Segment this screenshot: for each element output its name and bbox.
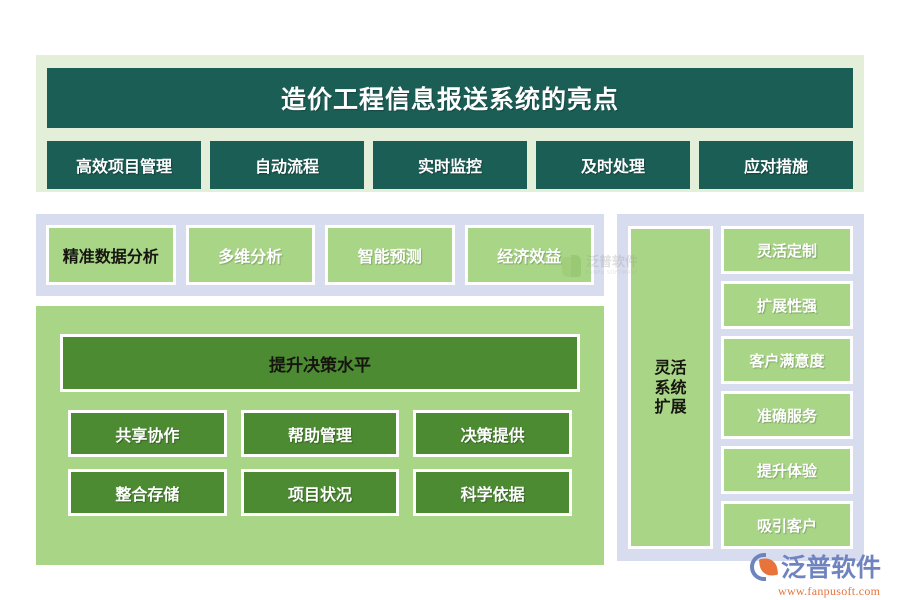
feature-chip-timely-processing[interactable]: 及时处理 (536, 141, 690, 189)
page-title: 造价工程信息报送系统的亮点 (280, 85, 619, 114)
extension-panel: 灵活系统扩展 灵活定制 扩展性强 客户满意度 准确服务 提升体验 吸引客户 (617, 214, 864, 561)
header-panel: 造价工程信息报送系统的亮点 高效项目管理 自动流程 实时监控 及时处理 应对措施 (36, 55, 864, 192)
feature-chip-row: 高效项目管理 自动流程 实时监控 及时处理 应对措施 (47, 141, 853, 189)
decision-chip-project-status[interactable]: 项目状况 (240, 469, 400, 516)
brand-url: www.fanpusoft.com (778, 584, 881, 598)
decision-panel: 提升决策水平 共享协作 帮助管理 决策提供 整合存储 项目状况 科学依据 (36, 306, 604, 565)
feature-chip-efficient-project-management[interactable]: 高效项目管理 (47, 141, 201, 189)
decision-chip-decision-support[interactable]: 决策提供 (413, 410, 572, 457)
decision-banner: 提升决策水平 (60, 334, 580, 392)
feature-chip-realtime-monitoring[interactable]: 实时监控 (373, 141, 527, 189)
page-title-bar: 造价工程信息报送系统的亮点 (47, 68, 853, 128)
extension-chip-improved-experience[interactable]: 提升体验 (721, 446, 853, 494)
feature-chip-response-measures[interactable]: 应对措施 (699, 141, 853, 189)
decision-chip-grid: 共享协作 帮助管理 决策提供 整合存储 项目状况 科学依据 (68, 410, 572, 516)
extension-chip-customer-satisfaction[interactable]: 客户满意度 (721, 336, 853, 384)
decision-chip-scientific-basis[interactable]: 科学依据 (413, 469, 572, 516)
decision-chip-integrated-storage[interactable]: 整合存储 (68, 469, 227, 516)
feature-chip-automated-workflow[interactable]: 自动流程 (210, 141, 364, 189)
decision-chip-assisted-management[interactable]: 帮助管理 (240, 410, 400, 457)
analytics-chip-row: 精准数据分析 多维分析 智能预测 经济效益 (46, 225, 594, 285)
analytics-chip-economic-benefit[interactable]: 经济效益 (464, 225, 594, 285)
extension-panel-label: 灵活系统扩展 (628, 226, 713, 549)
extension-chip-list: 灵活定制 扩展性强 客户满意度 准确服务 提升体验 吸引客户 (721, 226, 853, 549)
extension-chip-high-scalability[interactable]: 扩展性强 (721, 281, 853, 329)
extension-chip-attract-customers[interactable]: 吸引客户 (721, 501, 853, 549)
analytics-chip-intelligent-forecasting[interactable]: 智能预测 (325, 225, 455, 285)
analytics-chip-precise-data-analysis[interactable]: 精准数据分析 (46, 225, 176, 285)
analytics-chip-multidimensional-analysis[interactable]: 多维分析 (185, 225, 315, 285)
decision-chip-shared-collaboration[interactable]: 共享协作 (68, 410, 227, 457)
extension-chip-accurate-service[interactable]: 准确服务 (721, 391, 853, 439)
analytics-panel: 精准数据分析 多维分析 智能预测 经济效益 (36, 214, 604, 296)
extension-chip-flexible-customization[interactable]: 灵活定制 (721, 226, 853, 274)
